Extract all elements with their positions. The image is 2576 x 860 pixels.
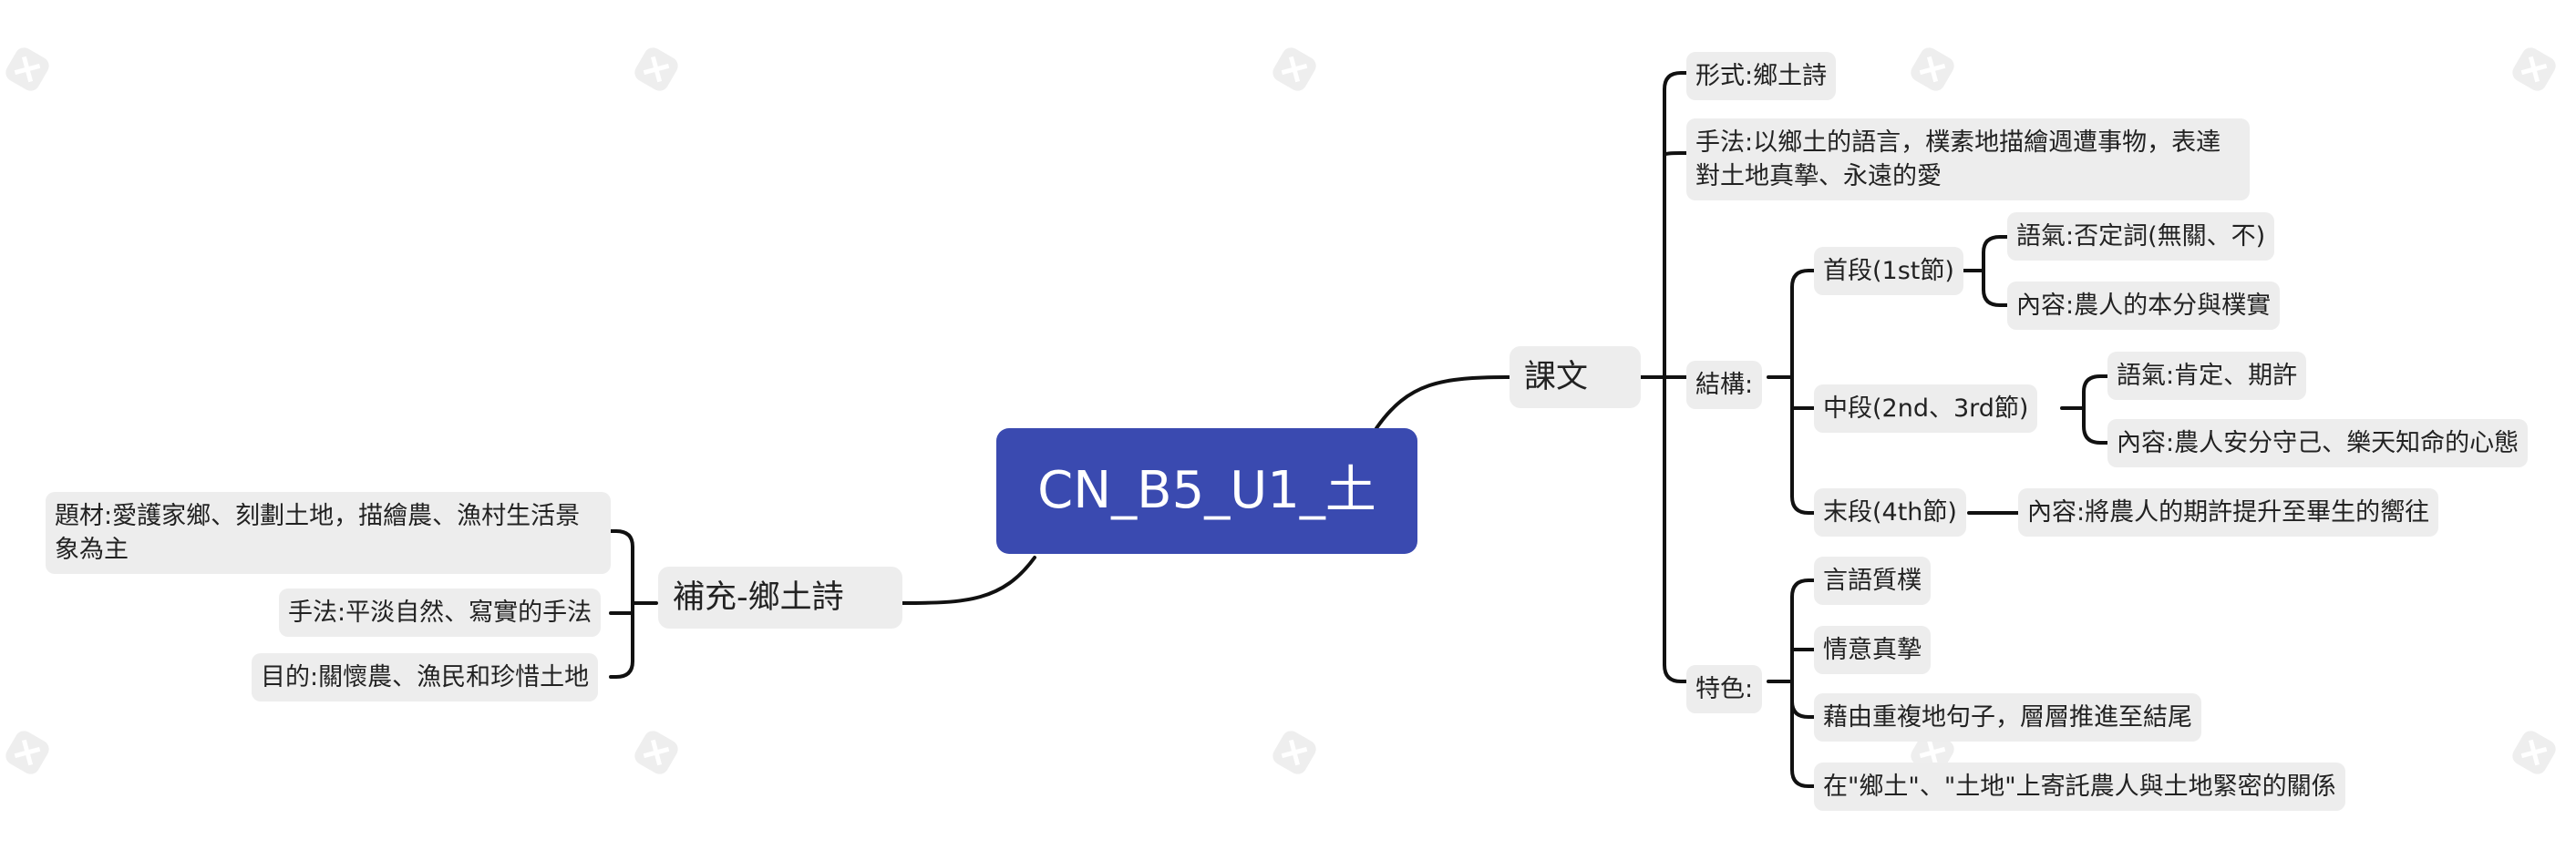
topic-form[interactable]: 形式:鄉土詩 [1686,52,1837,100]
topic-structure[interactable]: 結構: [1686,361,1763,409]
topic-lesson-text[interactable]: 課文 [1510,346,1641,408]
xmind-watermark-icon [634,731,678,774]
topic-first-section[interactable]: 首段(1st節) [1814,247,1963,295]
xmind-watermark-icon [634,47,678,91]
topic-technique[interactable]: 手法:以鄉土的語言，樸素地描繪週遭事物，表達對土地真摯、永遠的愛 [1686,118,2250,200]
feature-item[interactable]: 藉由重複地句子，層層推進至結尾 [1814,693,2201,742]
xmind-watermark-icon [5,731,49,774]
xmind-watermark-icon [1273,731,1316,774]
topic-first-tone[interactable]: 語氣:否定詞(無關、不) [2007,212,2275,261]
central-topic[interactable]: CN_B5_U1_土 [996,428,1417,554]
feature-item[interactable]: 情意真摯 [1814,626,1931,674]
topic-first-content[interactable]: 內容:農人的本分與樸實 [2007,282,2281,330]
topic-subject[interactable]: 題材:愛護家鄉、刻劃土地，描繪農、漁村生活景象為主 [46,492,611,574]
topic-features[interactable]: 特色: [1686,665,1763,713]
topic-method[interactable]: 手法:平淡自然、寫實的手法 [279,589,602,637]
topic-supplement[interactable]: 補充-鄉土詩 [658,567,902,629]
topic-last-content[interactable]: 內容:將農人的期許提升至畢生的嚮往 [2018,488,2439,537]
xmind-watermark-icon [2512,731,2556,774]
topic-middle-section[interactable]: 中段(2nd、3rd節) [1814,384,2038,433]
topic-middle-tone[interactable]: 語氣:肯定、期許 [2107,352,2307,400]
xmind-watermark-icon [2512,47,2556,91]
topic-middle-content[interactable]: 內容:農人安分守己、樂天知命的心態 [2107,419,2529,467]
feature-item[interactable]: 在"鄉土"、"土地"上寄託農人與土地緊密的關係 [1814,763,2345,811]
xmind-watermark-icon [5,47,49,91]
topic-purpose[interactable]: 目的:關懷農、漁民和珍惜土地 [252,653,599,701]
topic-last-section[interactable]: 末段(4th節) [1814,488,1966,537]
xmind-watermark-icon [1911,47,1954,91]
feature-item[interactable]: 言語質樸 [1814,557,1931,605]
xmind-watermark-icon [1273,47,1316,91]
